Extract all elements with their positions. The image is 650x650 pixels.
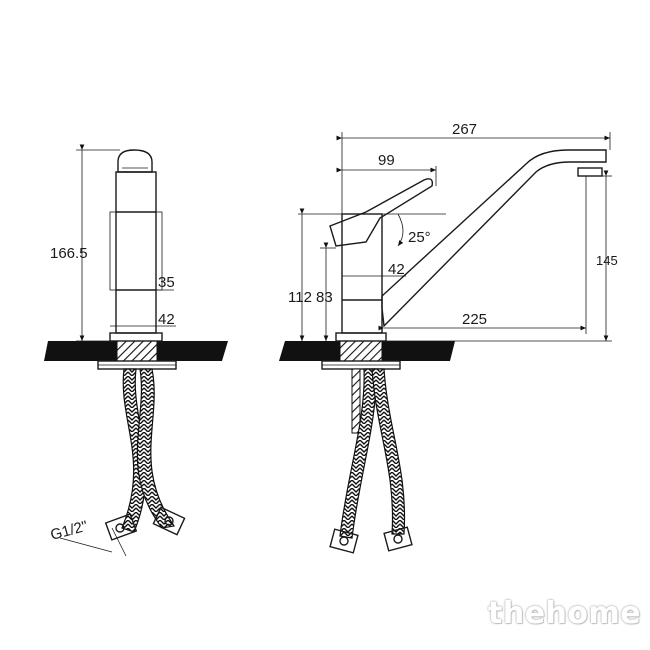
dim-spout-length: 225: [378, 176, 587, 334]
dim-spout-reach-total: 267: [336, 121, 611, 214]
front-mount-hatch: [116, 340, 158, 362]
side-lever: [329, 178, 434, 247]
label-35: 35: [158, 274, 175, 291]
dim-lever-reach: 99: [336, 152, 437, 186]
dim-spout-outlet-height: 145: [380, 170, 618, 342]
dim-total-height: 166.5: [50, 144, 120, 342]
dim-base-width-side: 42: [342, 261, 406, 278]
dim-base-width-front: 42: [110, 311, 176, 328]
front-view: 166.5 35 42 G1/2": [44, 144, 228, 557]
side-threaded-stud: [351, 368, 361, 434]
side-view: 267 99 25° 42 112 83: [279, 121, 618, 554]
side-body: [341, 213, 383, 334]
label-42-side: 42: [388, 261, 405, 278]
label-145: 145: [596, 253, 618, 268]
side-spout: [381, 149, 607, 328]
dim-thread-size: G1/2": [49, 518, 127, 557]
side-base: [335, 332, 387, 342]
label-42-front: 42: [158, 311, 175, 328]
label-112: 112: [288, 289, 312, 306]
dim-lever-angle: 25°: [342, 213, 446, 247]
label-166-5: 166.5: [50, 245, 88, 262]
dim-spout-width: 35: [118, 274, 175, 291]
front-hose-fitting-left: [104, 513, 138, 541]
front-base: [109, 332, 163, 342]
label-25-degrees: 25°: [408, 229, 431, 246]
front-body: [115, 171, 157, 334]
label-267: 267: [452, 121, 477, 138]
side-hose-right: [371, 368, 406, 535]
side-mount-hatch: [339, 340, 383, 362]
side-hose-fitting-left: [329, 528, 359, 554]
dim-body-height-83: 83: [316, 242, 336, 341]
front-hose-right: [136, 368, 176, 529]
label-thread: G1/2": [49, 518, 90, 544]
side-hose-left: [339, 368, 377, 539]
label-99: 99: [378, 152, 395, 169]
watermark-logo: thehome: [488, 596, 642, 631]
side-hose-fitting-right: [383, 526, 413, 552]
front-lever-cap: [117, 149, 153, 173]
side-aerator: [577, 167, 603, 177]
label-225: 225: [462, 311, 487, 328]
label-83: 83: [316, 289, 333, 306]
dim-spout-height-112: 112: [288, 208, 342, 341]
front-hose-fitting-right: [152, 506, 186, 536]
